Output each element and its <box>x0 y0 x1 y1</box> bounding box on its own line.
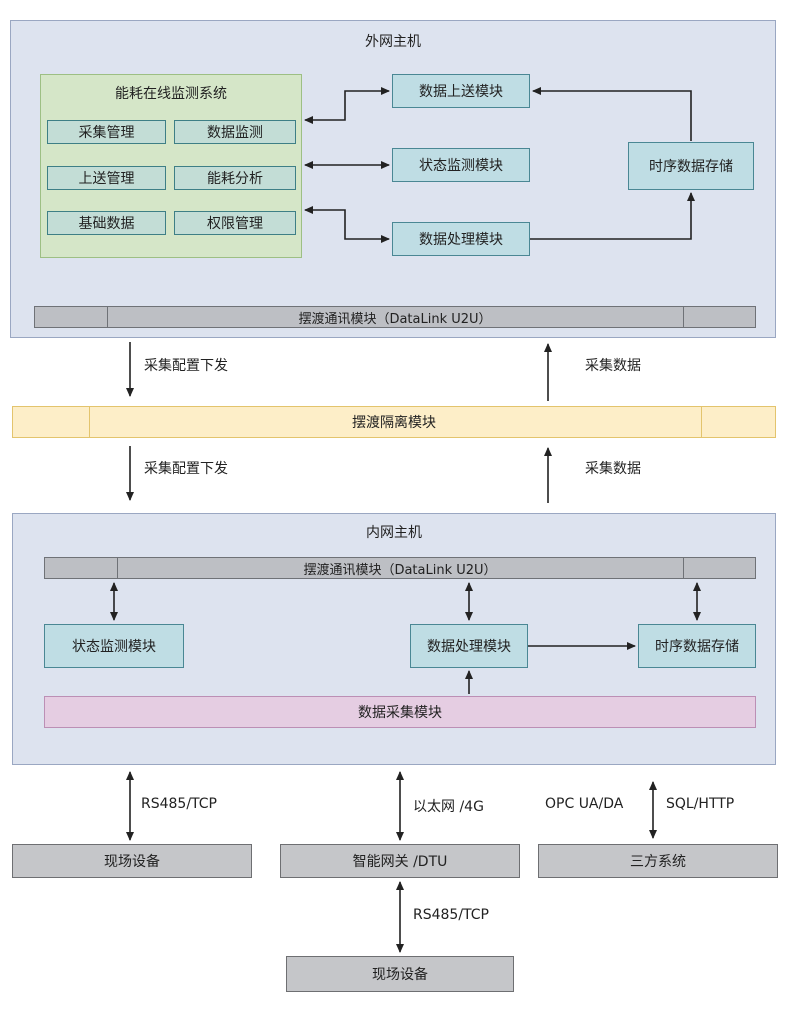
outer-data-process-module: 数据处理模块 <box>392 222 530 256</box>
inner-status-monitor-module: 状态监测模块 <box>44 624 184 668</box>
bar-divider <box>683 558 684 578</box>
ferry-isolation-module: 摆渡隔离模块 <box>12 406 776 438</box>
ferry-isolation-label: 摆渡隔离模块 <box>352 415 436 431</box>
link-label-bottom: RS485/TCP <box>413 907 490 923</box>
inner-data-process-module: 数据处理模块 <box>410 624 528 668</box>
inner-ferry-comm-label: 摆渡通讯模块（DataLink U2U） <box>303 562 497 578</box>
outer-ferry-comm-label: 摆渡通讯模块（DataLink U2U） <box>298 311 492 327</box>
energy-monitor-system-title: 能耗在线监测系统 <box>115 86 227 102</box>
menu-collect-management[interactable]: 采集管理 <box>47 120 166 144</box>
collect-up-label-1: 采集数据 <box>585 358 641 374</box>
inner-tsdb: 时序数据存储 <box>638 624 756 668</box>
smart-gateway-box: 智能网关 /DTU <box>280 844 520 878</box>
menu-upload-management[interactable]: 上送管理 <box>47 166 166 190</box>
data-upload-module: 数据上送模块 <box>392 74 530 108</box>
link-label-left: RS485/TCP <box>141 796 218 812</box>
arrow-system-process <box>304 206 390 243</box>
third-party-system-box: 三方系统 <box>538 844 778 878</box>
bar-divider <box>683 307 684 327</box>
config-down-label-2: 采集配置下发 <box>144 461 228 477</box>
outer-status-monitor-module: 状态监测模块 <box>392 148 530 182</box>
menu-energy-analysis[interactable]: 能耗分析 <box>174 166 296 190</box>
link-label-mid: 以太网 /4G <box>413 799 484 815</box>
bar-divider <box>107 307 108 327</box>
field-devices-box-2: 现场设备 <box>286 956 514 992</box>
inner-host-title: 内网主机 <box>366 525 422 541</box>
menu-data-monitoring[interactable]: 数据监测 <box>174 120 296 144</box>
bar-divider <box>89 407 90 437</box>
bar-divider <box>701 407 702 437</box>
arrow-process-tsdb <box>530 192 695 240</box>
collect-up-label-2: 采集数据 <box>585 461 641 477</box>
link-label-right-a: OPC UA/DA <box>545 796 624 812</box>
data-collect-module: 数据采集模块 <box>44 696 756 728</box>
menu-permission-management[interactable]: 权限管理 <box>174 211 296 235</box>
bar-divider <box>117 558 118 578</box>
outer-host-title: 外网主机 <box>365 34 421 50</box>
energy-monitor-system-panel: 能耗在线监测系统 采集管理 数据监测 上送管理 能耗分析 基础数据 权限管理 <box>40 74 302 258</box>
outer-ferry-comm-bar: 摆渡通讯模块（DataLink U2U） <box>34 306 756 328</box>
outer-tsdb: 时序数据存储 <box>628 142 754 190</box>
menu-basic-data[interactable]: 基础数据 <box>47 211 166 235</box>
arrow-tsdb-upload <box>532 87 692 141</box>
arrow-system-upload <box>304 87 390 124</box>
field-devices-box: 现场设备 <box>12 844 252 878</box>
link-label-right-b: SQL/HTTP <box>666 796 735 812</box>
inner-ferry-comm-bar: 摆渡通讯模块（DataLink U2U） <box>44 557 756 579</box>
config-down-label-1: 采集配置下发 <box>144 358 228 374</box>
